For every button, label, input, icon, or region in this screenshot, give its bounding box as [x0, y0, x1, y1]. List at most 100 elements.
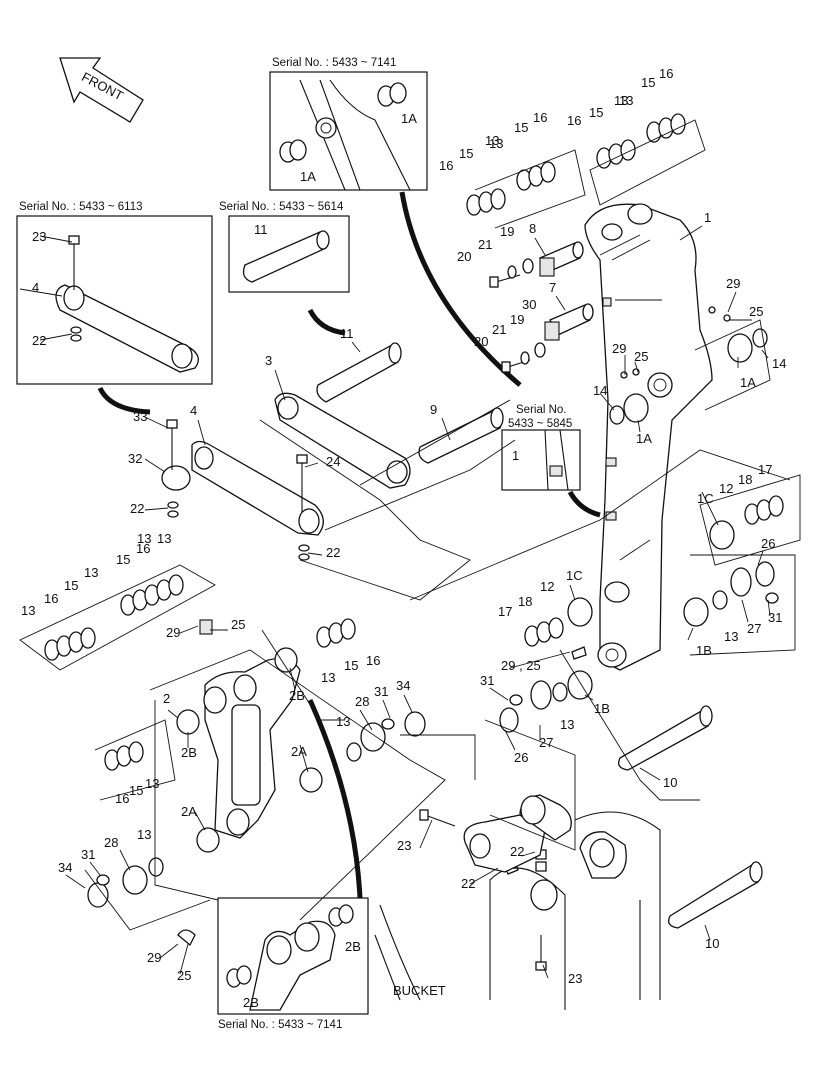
callout-11: 11	[340, 326, 354, 341]
inset-link: Serial No. : 5433 ~ 6113 23 4 22	[16, 201, 213, 385]
inset-link-caption: Serial No. : 5433 ~ 6113	[19, 201, 143, 213]
callout-21-lower: 21	[492, 322, 506, 337]
callout-15-g: 15	[129, 783, 143, 798]
callout-31-c: 31	[374, 684, 388, 699]
callout-13-e: 13	[157, 531, 171, 546]
callout-1: 1	[704, 210, 711, 225]
inset-boss-label-1: 1	[512, 448, 519, 463]
callout-17-left: 17	[498, 604, 512, 619]
callout-1a-center: 1A	[636, 431, 652, 446]
callout-15-c: 15	[589, 105, 603, 120]
callout-13-d: 13	[84, 565, 98, 580]
callout-22-d: 22	[510, 844, 524, 859]
callout-1b-right: 1B	[696, 643, 712, 658]
link-4	[191, 440, 324, 536]
callout-33: 33	[133, 409, 147, 424]
callout-10-lower: 10	[705, 936, 719, 951]
callout-18-right: 18	[738, 472, 752, 487]
inset-boss-caption-1: Serial No.	[516, 404, 567, 416]
callout-27-right: 27	[747, 621, 761, 636]
inset-pointers	[97, 191, 601, 899]
callout-15-b: 15	[514, 120, 528, 135]
callout-1a-right: 1A	[740, 375, 756, 390]
grouping-frames	[19, 119, 801, 931]
callout-13-h: 13	[336, 714, 350, 729]
inset-bottom: Serial No. : 5433 ~ 7141 2B 2B	[217, 897, 369, 1031]
inset-top: Serial No. : 5433 ~ 7141 1A 1A	[269, 57, 428, 191]
callout-13-a: 13	[485, 133, 499, 148]
inset-link-label-23: 23	[32, 229, 46, 244]
callout-25-c: 25	[231, 617, 245, 632]
pin-10-lower	[667, 861, 763, 929]
callout-1b-left: 1B	[594, 701, 610, 716]
callout-27-left: 27	[539, 735, 553, 750]
callout-15-e: 15	[64, 578, 78, 593]
boom-arm: 1	[584, 203, 713, 671]
callout-16-c: 16	[567, 113, 581, 128]
callout-14-center: 14	[593, 383, 607, 398]
callout-22-c: 22	[461, 876, 475, 891]
callout-25-a: 25	[749, 304, 763, 319]
callout-13-k: 13	[724, 629, 738, 644]
pin-8	[539, 241, 584, 277]
pin-10-upper	[617, 705, 713, 771]
callout-14-right: 14	[772, 356, 786, 371]
callout-15-a: 15	[459, 146, 473, 161]
callout-28-upper: 28	[355, 694, 369, 709]
callout-25-e: 25	[177, 968, 191, 983]
callout-16-g: 16	[115, 791, 129, 806]
callout-13-f: 13	[145, 776, 159, 791]
callout-13-g: 13	[321, 670, 335, 685]
callout-8: 8	[529, 221, 536, 236]
callout-13-n: 13	[137, 531, 151, 546]
callouts: 1A 1A 1B 1B 1C 1C 2 2A 2A 2B 2B 3 4 7 8 …	[21, 66, 786, 986]
callout-30: 30	[522, 297, 536, 312]
pin-9	[418, 407, 504, 464]
callout-13-c: 13	[21, 603, 35, 618]
callout-12-left: 12	[540, 579, 554, 594]
callout-13-j: 13	[560, 717, 574, 732]
callout-22-a: 22	[130, 501, 144, 516]
callout-31-a: 31	[768, 610, 782, 625]
callout-21-upper: 21	[478, 237, 492, 252]
callout-25-b: 25	[634, 349, 648, 364]
link-2	[199, 619, 301, 839]
callout-23-upper: 23	[397, 838, 411, 853]
callout-15-d: 15	[641, 75, 655, 90]
callout-13-m: 13	[619, 93, 633, 108]
callout-2a-upper: 2A	[291, 744, 307, 759]
front-arrow: FRONT	[59, 57, 144, 123]
inset-top-caption: Serial No. : 5433 ~ 7141	[272, 57, 396, 69]
callout-32: 32	[128, 451, 142, 466]
callout-26-left: 26	[514, 750, 528, 765]
callout-4: 4	[190, 403, 197, 418]
callout-16-h: 16	[366, 653, 380, 668]
callout-31-b: 31	[480, 673, 494, 688]
callout-1c-left: 1C	[566, 568, 583, 583]
callout-3: 3	[265, 353, 272, 368]
callout-7: 7	[549, 280, 556, 295]
callout-16-b: 16	[533, 110, 547, 125]
callout-2a-lower: 2A	[181, 804, 197, 819]
callout-31-d: 31	[81, 847, 95, 862]
inset-link-label-4: 4	[32, 280, 39, 295]
inset-pin: Serial No. : 5433 ~ 5614 11	[219, 201, 350, 293]
inset-link-label-22: 22	[32, 333, 46, 348]
callout-20-lower: 20	[474, 334, 488, 349]
pin-11	[316, 342, 402, 403]
callout-15-h: 15	[344, 658, 358, 673]
callout-19-lower: 19	[510, 312, 524, 327]
inset-bottom-caption: Serial No. : 5433 ~ 7141	[218, 1019, 342, 1031]
link-3	[274, 392, 411, 489]
callout-29-a: 29	[726, 276, 740, 291]
shim-stacks	[44, 113, 784, 771]
callout-2b-upper: 2B	[289, 688, 305, 703]
callout-34-upper: 34	[396, 678, 410, 693]
callout-12-right: 12	[719, 481, 733, 496]
callout-20-upper: 20	[457, 249, 471, 264]
callout-24: 24	[326, 454, 340, 469]
callout-19-upper: 19	[500, 224, 514, 239]
callout-23-lower: 23	[568, 971, 582, 986]
inset-top-label-2: 1A	[300, 169, 316, 184]
inset-boss-caption-2: 5433 ~ 5845	[508, 418, 572, 430]
